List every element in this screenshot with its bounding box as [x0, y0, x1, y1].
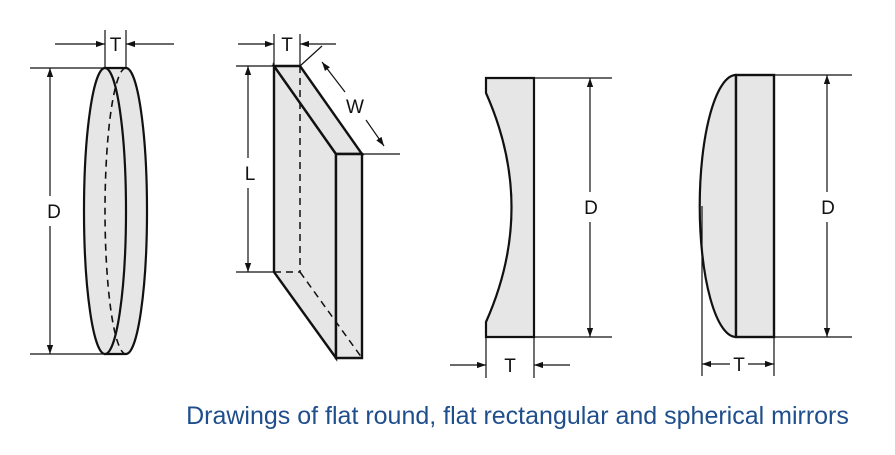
concave-thickness-label: T — [504, 356, 516, 377]
concave-diameter-label: D — [584, 198, 598, 219]
convex-mirror-dome — [698, 73, 738, 339]
rect-width-arrow-down — [365, 119, 385, 147]
rect-length-label: L — [245, 164, 256, 185]
convex-spherical-mirror: D T — [698, 73, 852, 376]
convex-mirror-body — [734, 73, 776, 339]
round-thickness-label: T — [110, 35, 122, 56]
concave-mirror-body — [484, 76, 536, 339]
round-diameter-label: D — [47, 202, 61, 223]
flat-rectangular-mirror: T L W — [236, 34, 400, 362]
rect-width-label: W — [346, 97, 364, 118]
rect-width-arrow-up — [321, 61, 346, 93]
flat-round-mirror: T D — [30, 30, 174, 356]
round-mirror-hidden-edge — [104, 67, 127, 355]
rect-thickness-label: T — [281, 35, 293, 56]
figure-caption: Drawings of flat round, flat rectangular… — [186, 402, 849, 430]
convex-thickness-label: T — [733, 355, 745, 376]
convex-diameter-label: D — [821, 198, 835, 219]
rect-mirror-side-face — [334, 152, 364, 360]
concave-spherical-mirror: D T — [450, 76, 612, 378]
